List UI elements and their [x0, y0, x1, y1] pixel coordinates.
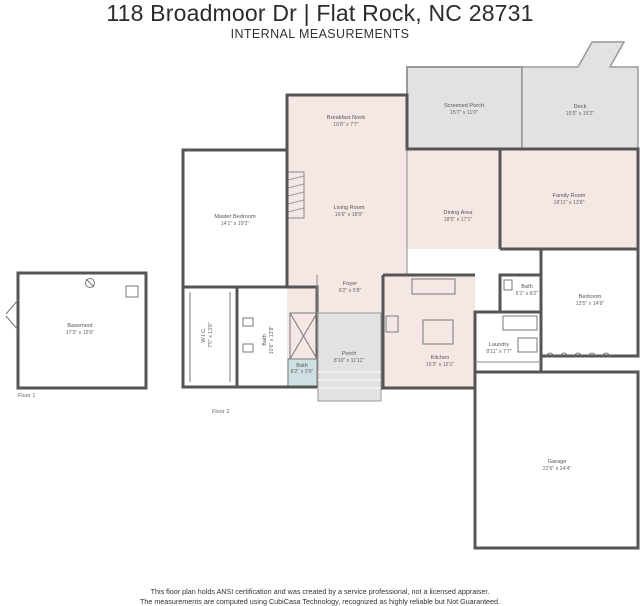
- dining-area-label: Dining Area: [444, 210, 474, 216]
- master-bedroom-label: Master Bedroom: [214, 214, 256, 220]
- bath-master-dims: 10'6" x 13'8": [269, 326, 275, 355]
- wic-dims: 7'5" x 13'8": [208, 322, 214, 348]
- deck-dims: 15'9" x 15'2": [566, 111, 595, 117]
- wic-room: W.I.C. 7'5" x 13'8": [181, 285, 239, 389]
- deck-room: Deck 15'9" x 15'2": [521, 41, 639, 150]
- screened-porch-room: Screened Porch 15'7" x 11'0": [406, 66, 523, 150]
- dining-area-dims: 18'5" x 17'1": [444, 217, 473, 223]
- bath-master-label: Bath: [262, 334, 268, 346]
- footer-disclaimer-2: The measurements are computed using Cubi…: [139, 597, 501, 606]
- screened-porch-label: Screened Porch: [444, 103, 484, 109]
- laundry-label: Laundry: [489, 342, 509, 348]
- bedroom-dims: 13'5" x 14'9": [576, 301, 605, 307]
- wic-label: W.I.C.: [201, 327, 207, 343]
- master-bedroom-room: Master Bedroom 14'1" x 19'2": [181, 148, 289, 289]
- porch-dims: 8'10" x 11'11": [334, 358, 365, 364]
- bedroom-label: Bedroom: [579, 294, 602, 300]
- porch-label: Porch: [342, 351, 357, 357]
- living-room-room: Living Room 16'6" x 18'0": [333, 205, 364, 218]
- master-bedroom-dims: 14'1" x 19'2": [221, 221, 250, 227]
- garage-room: Garage 22'6" x 24'4": [473, 361, 640, 550]
- foyer-room: Foyer 9'2" x 5'8": [316, 275, 385, 313]
- bath-small-dims: 5'1" x 8'2": [516, 291, 539, 297]
- bath-half-dims: 8'2" x 3'9": [291, 369, 314, 375]
- porch-room: Porch 8'10" x 11'11": [317, 312, 382, 402]
- foyer-label: Foyer: [343, 281, 357, 287]
- family-room-dims: 18'11" x 13'8": [554, 200, 585, 206]
- deck-label: Deck: [574, 104, 587, 110]
- living-room-label: Living Room: [333, 205, 364, 211]
- page-title: 118 Broadmoor Dr | Flat Rock, NC 28731: [106, 0, 534, 26]
- basement-room: Basement 17'3" x 15'6": [5, 271, 148, 390]
- fireplace: [287, 171, 305, 219]
- foyer-dims: 9'2" x 5'8": [339, 288, 362, 294]
- bedroom-room: Bedroom 13'5" x 14'9": [539, 247, 640, 358]
- breakfast-nook-label: Breakfast Nook: [327, 115, 365, 121]
- footer-disclaimer-1: This floor plan holds ANSI certification…: [150, 587, 490, 596]
- page-subtitle: INTERNAL MEASUREMENTS: [230, 27, 410, 41]
- family-room-label: Family Room: [553, 193, 586, 199]
- floor-2-label: Floor 2: [212, 409, 229, 415]
- bath-half-room: Bath 8'2" x 3'9": [287, 358, 318, 388]
- screened-porch-dims: 15'7" x 11'0": [450, 110, 478, 116]
- garage-dims: 22'6" x 24'4": [543, 466, 572, 472]
- basement-label: Basement: [67, 323, 93, 329]
- kitchen-dims: 15'3" x 16'1": [426, 362, 455, 368]
- laundry-dims: 8'11" x 7'7": [486, 349, 511, 355]
- kitchen-label: Kitchen: [431, 355, 450, 361]
- living-room-dims: 16'6" x 18'0": [335, 212, 364, 218]
- garage-label: Garage: [548, 459, 567, 465]
- dining-area-room: Dining Area 18'5" x 17'1": [444, 210, 474, 223]
- floor-1-label: Floor 1: [18, 393, 35, 399]
- basement-dims: 17'3" x 15'6": [66, 330, 95, 336]
- breakfast-nook-dims: 16'8" x 7'7": [333, 122, 359, 128]
- bath-small-room: Bath 5'1" x 8'2": [498, 273, 543, 314]
- bath-half-label: Bath: [296, 363, 308, 369]
- bath-small-label: Bath: [521, 284, 533, 290]
- laundry-room: Laundry 8'11" x 7'7": [473, 310, 543, 374]
